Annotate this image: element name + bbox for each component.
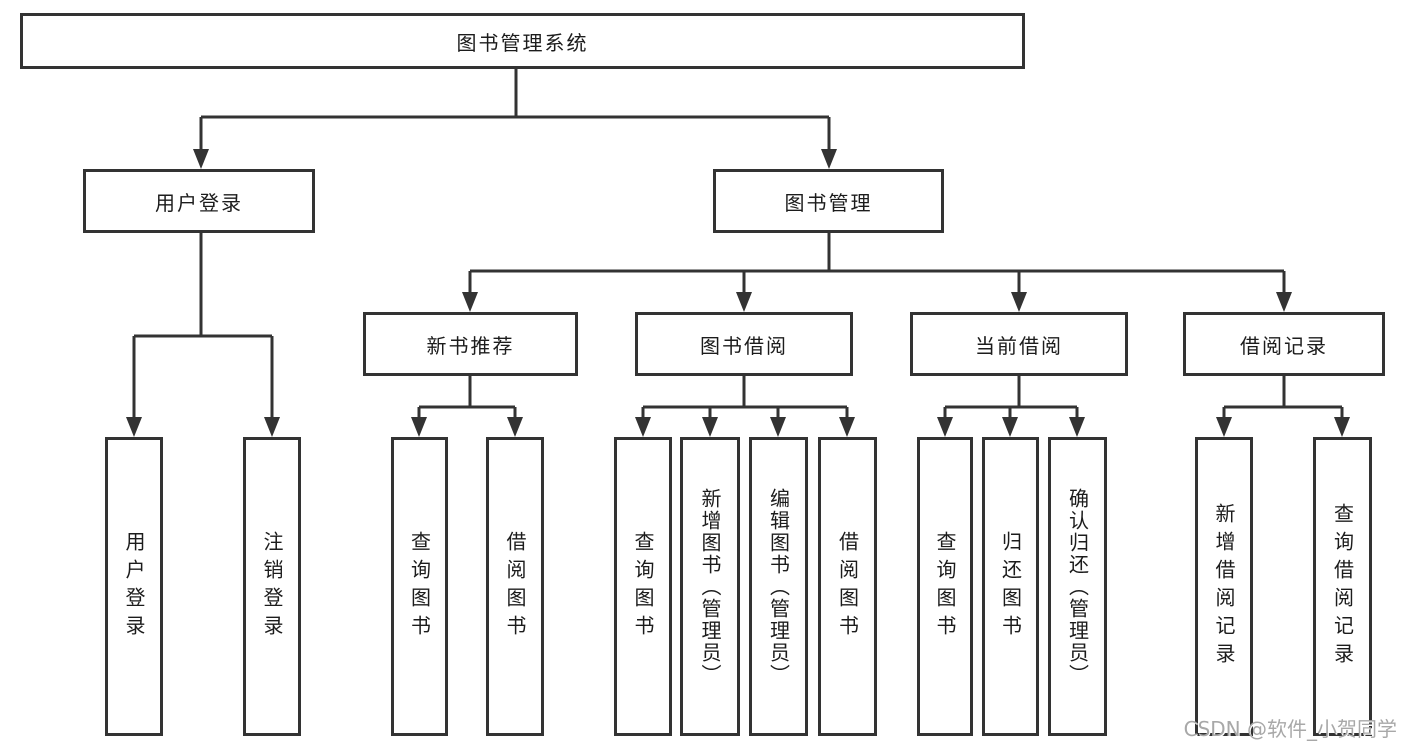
node-leaf-add-book-admin-label: 新增图书（管理员） — [698, 487, 722, 686]
node-leaf-query-book-borrow: 查询图书 — [614, 437, 672, 736]
node-leaf-borrow-book-label: 借阅图书 — [835, 530, 860, 643]
node-leaf-return-book: 归还图书 — [982, 437, 1039, 736]
node-current-borrow-label: 当前借阅 — [975, 333, 1063, 358]
node-new-book-recommend: 新书推荐 — [363, 312, 578, 376]
node-book-mgmt-label: 图书管理 — [784, 190, 873, 215]
node-leaf-add-borrow-record: 新增借阅记录 — [1195, 437, 1253, 736]
node-leaf-logout: 注销登录 — [243, 437, 301, 736]
connector-root-to-level2 — [193, 69, 837, 169]
connector-current-borrow-to-children — [937, 376, 1085, 437]
node-leaf-user-login-label: 用户登录 — [122, 530, 146, 643]
node-leaf-edit-book-admin-label: 编辑图书（管理员） — [766, 487, 791, 686]
node-leaf-add-borrow-record-label: 新增借阅记录 — [1212, 502, 1236, 671]
node-new-book-recommend-label: 新书推荐 — [426, 333, 515, 358]
node-leaf-edit-book-admin: 编辑图书（管理员） — [749, 437, 808, 736]
node-leaf-return-book-label: 归还图书 — [998, 530, 1023, 643]
node-root-label: 图书管理系统 — [456, 30, 589, 55]
connector-new-book-to-children — [411, 376, 523, 437]
node-root: 图书管理系统 — [20, 13, 1025, 69]
node-user-login-label: 用户登录 — [155, 190, 243, 215]
node-leaf-borrow-book: 借阅图书 — [818, 437, 877, 736]
node-leaf-query-borrow-record-label: 查询借阅记录 — [1330, 502, 1355, 671]
node-book-borrow-label: 图书借阅 — [700, 333, 788, 358]
node-leaf-query-book-current: 查询图书 — [917, 437, 973, 736]
connector-borrow-record-to-children — [1216, 376, 1350, 437]
node-leaf-borrow-book-recommend: 借阅图书 — [486, 437, 544, 736]
node-current-borrow: 当前借阅 — [910, 312, 1128, 376]
csdn-watermark: CSDN @软件_小贺同学 — [1183, 717, 1397, 741]
node-leaf-query-book-recommend-label: 查询图书 — [407, 530, 432, 643]
connector-book-mgmt-to-level3 — [462, 233, 1292, 312]
node-borrow-record-label: 借阅记录 — [1240, 333, 1328, 358]
node-book-borrow: 图书借阅 — [635, 312, 853, 376]
node-leaf-query-book-current-label: 查询图书 — [933, 530, 957, 643]
node-leaf-query-book-recommend: 查询图书 — [391, 437, 448, 736]
node-leaf-logout-label: 注销登录 — [260, 530, 284, 643]
node-borrow-record: 借阅记录 — [1183, 312, 1385, 376]
node-leaf-add-book-admin: 新增图书（管理员） — [680, 437, 740, 736]
node-leaf-confirm-return-admin-label: 确认归还（管理员） — [1065, 487, 1090, 686]
connector-book-borrow-to-children — [635, 376, 855, 437]
node-book-mgmt: 图书管理 — [713, 169, 944, 233]
node-leaf-query-borrow-record: 查询借阅记录 — [1313, 437, 1372, 736]
node-leaf-borrow-book-recommend-label: 借阅图书 — [503, 530, 527, 643]
node-user-login: 用户登录 — [83, 169, 315, 233]
node-leaf-confirm-return-admin: 确认归还（管理员） — [1048, 437, 1107, 736]
node-leaf-query-book-borrow-label: 查询图书 — [631, 530, 655, 643]
connector-user-login-to-children — [126, 233, 280, 437]
node-leaf-user-login: 用户登录 — [105, 437, 163, 736]
